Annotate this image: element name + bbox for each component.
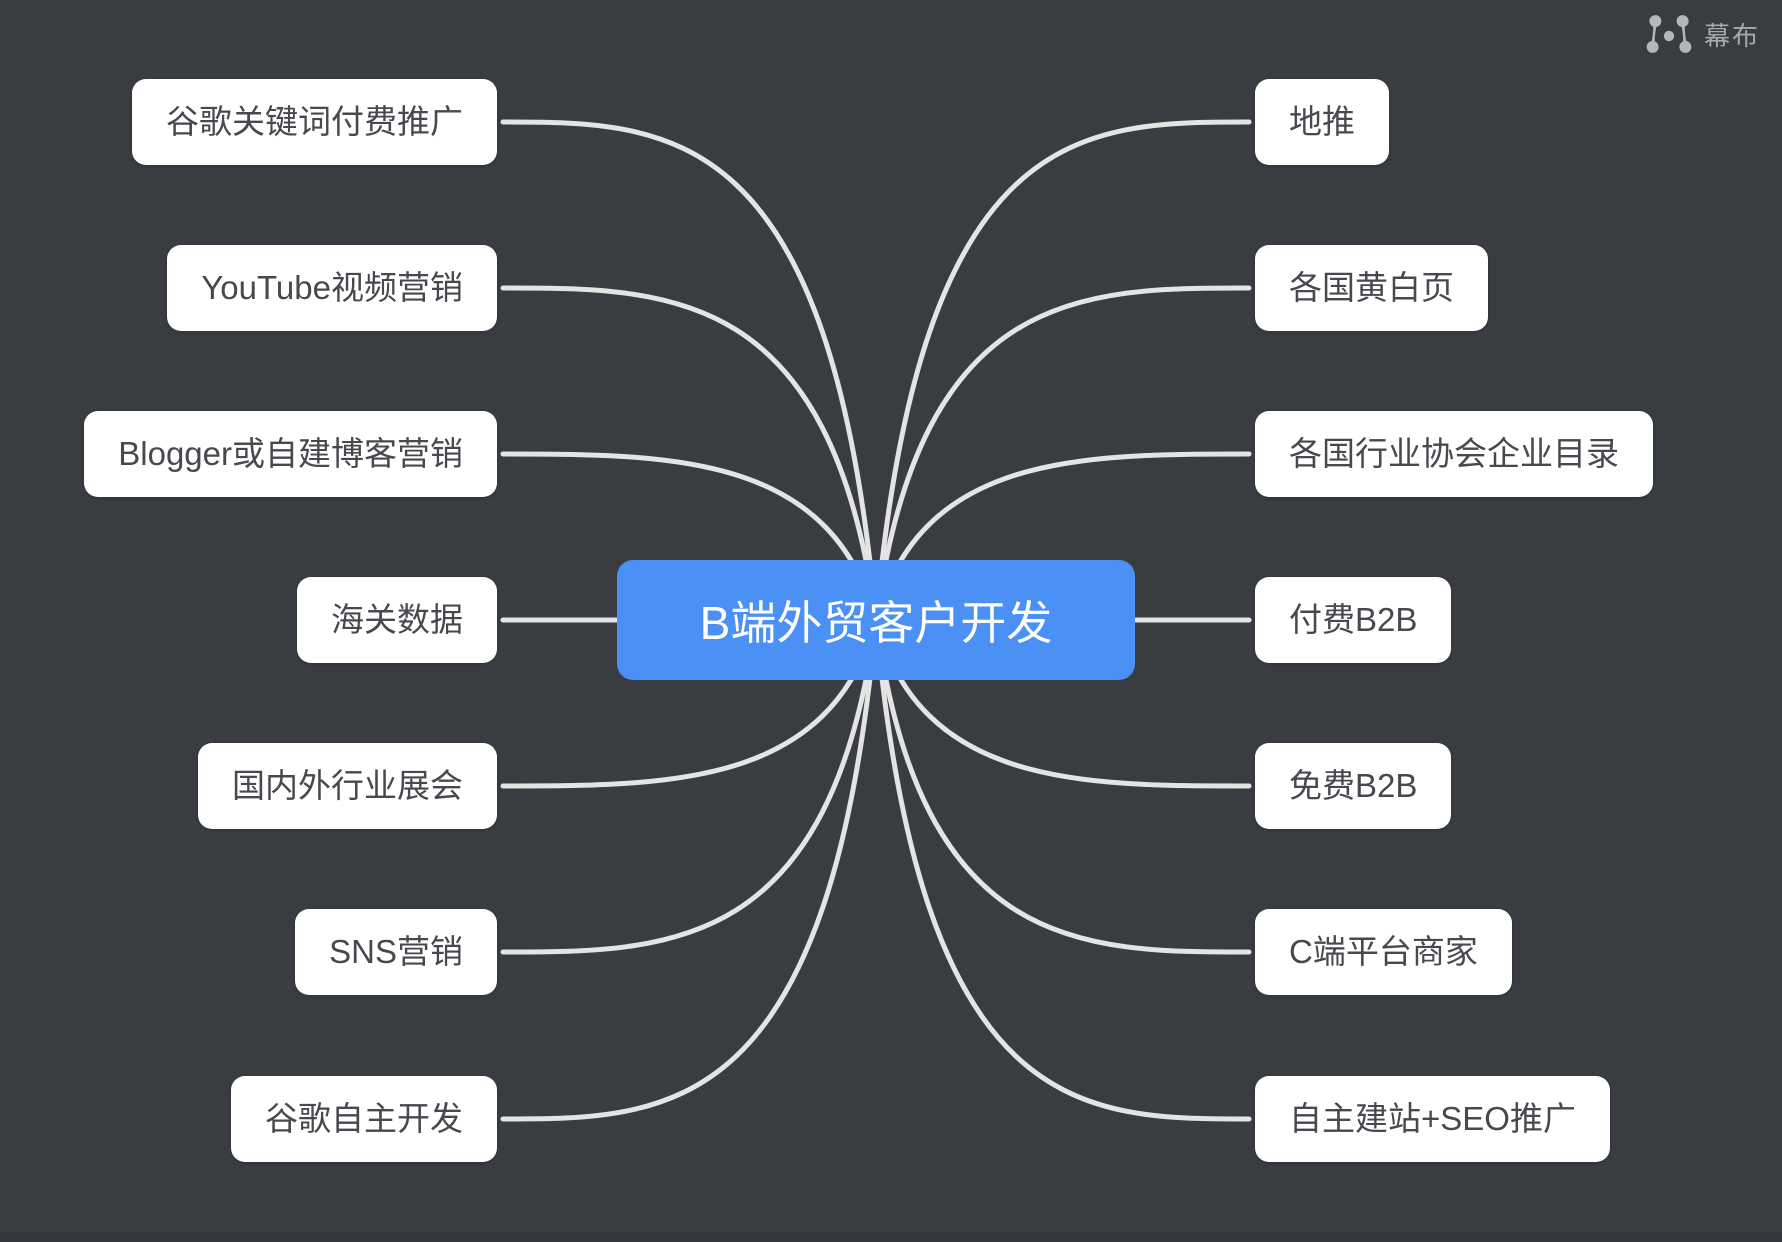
mindmap-node-right-3[interactable]: 付费B2B xyxy=(1255,577,1452,663)
edge-left-6 xyxy=(500,617,879,1122)
bottom-edge-strip xyxy=(0,1232,1782,1242)
edge-left-1 xyxy=(500,285,879,623)
mindmap-node-left-5[interactable]: SNS营销 xyxy=(295,909,497,995)
edge-left-5 xyxy=(500,617,879,955)
mindmap-node-right-0[interactable]: 地推 xyxy=(1255,79,1389,165)
edge-right-0 xyxy=(873,119,1252,623)
app-logo-text: 幕布 xyxy=(1703,20,1760,51)
edge-right-1 xyxy=(873,285,1252,623)
mindmap-node-left-6[interactable]: 谷歌自主开发 xyxy=(231,1076,497,1162)
mubu-logo-icon xyxy=(1646,15,1692,53)
mindmap-node-left-3[interactable]: 海关数据 xyxy=(297,577,497,663)
app-logo: 幕布 xyxy=(1646,14,1760,54)
mindmap-node-right-6[interactable]: 自主建站+SEO推广 xyxy=(1255,1076,1610,1162)
mindmap-node-right-4[interactable]: 免费B2B xyxy=(1255,743,1452,829)
mindmap-root-node[interactable]: B端外贸客户开发 xyxy=(617,560,1135,680)
mindmap-node-left-2[interactable]: Blogger或自建博客营销 xyxy=(84,411,497,497)
mindmap-node-left-4[interactable]: 国内外行业展会 xyxy=(198,743,497,829)
mindmap-node-right-1[interactable]: 各国黄白页 xyxy=(1255,245,1488,331)
edge-right-6 xyxy=(873,617,1252,1122)
mindmap-node-right-2[interactable]: 各国行业协会企业目录 xyxy=(1255,411,1653,497)
edge-left-0 xyxy=(500,119,879,623)
edge-right-5 xyxy=(873,617,1252,955)
mindmap-node-left-0[interactable]: 谷歌关键词付费推广 xyxy=(132,79,497,165)
mindmap-node-left-1[interactable]: YouTube视频营销 xyxy=(167,245,497,331)
mindmap-node-right-5[interactable]: C端平台商家 xyxy=(1255,909,1512,995)
